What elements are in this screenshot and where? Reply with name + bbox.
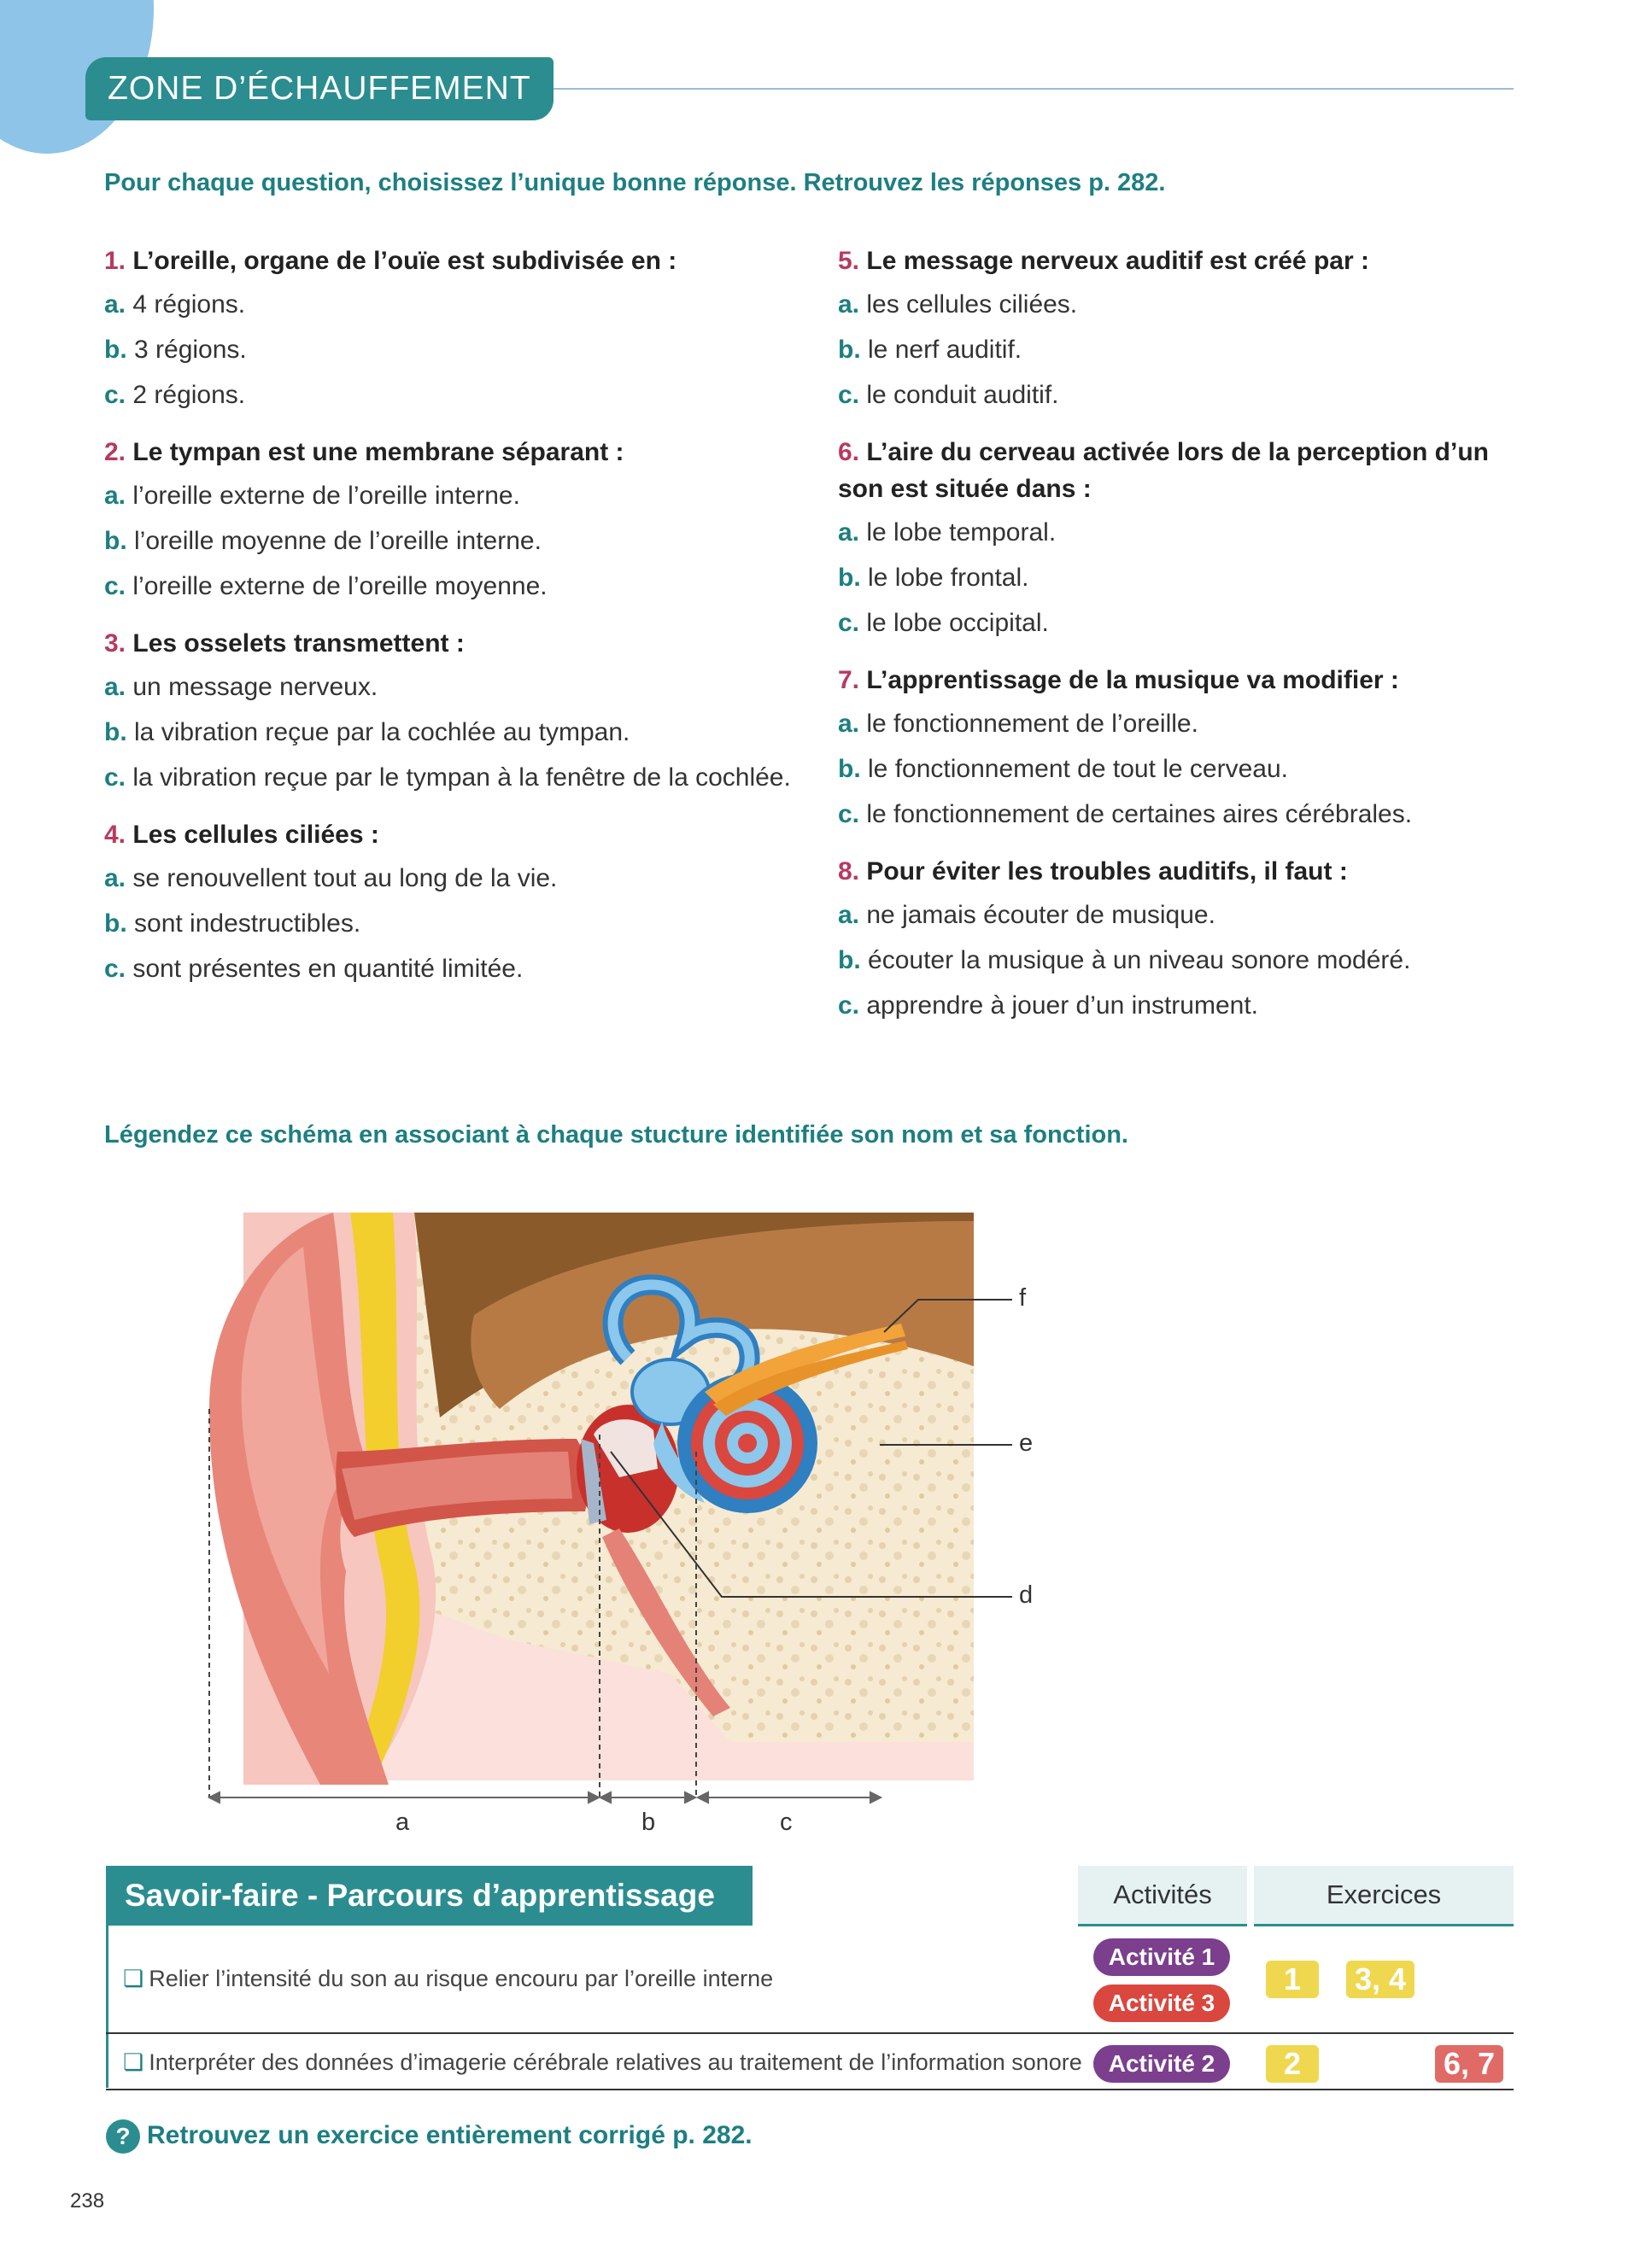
answer-option[interactable]: c. sont présentes en quantité limitée. [104, 955, 524, 983]
answer-option[interactable]: c. apprendre à jouer d’un instrument. [838, 991, 1258, 1020]
label-d: d [1019, 1581, 1034, 1609]
answer-option[interactable]: b. sont indestructibles. [104, 909, 361, 938]
question-number: 2. [104, 438, 126, 466]
questions-right-column: 5. Le message nerveux auditif est créé p… [838, 243, 1538, 1044]
answer-option[interactable]: c. l’oreille externe de l’oreille moyenn… [104, 572, 548, 600]
exercise-badge[interactable]: 2 [1266, 2045, 1319, 2083]
help-text[interactable]: Retrouvez un exercice entièrement corrig… [147, 2121, 753, 2149]
question-7: 7. L’apprentissage de la musique va modi… [838, 662, 1538, 833]
answer-option[interactable]: a. un message nerveux. [104, 673, 378, 701]
question-text: Les cellules ciliées : [132, 821, 379, 849]
question-number: 6. [838, 438, 860, 466]
question-2: 2. Le tympan est une membrane séparant :… [104, 434, 805, 605]
header-rule [512, 88, 1514, 90]
region-arrows [207, 1791, 883, 1804]
row-divider [106, 2089, 1514, 2090]
question-text: L’aire du cerveau activée lors de la per… [838, 438, 1489, 503]
question-number: 8. [838, 857, 860, 886]
leader-d [610, 1451, 1012, 1598]
answer-option[interactable]: a. 4 régions. [104, 290, 246, 319]
exercise-badge[interactable]: 3, 4 [1346, 1961, 1414, 1998]
leader-f [883, 1299, 1012, 1333]
label-a: a [395, 1809, 410, 1836]
answer-option[interactable]: a. l’oreille externe de l’oreille intern… [104, 482, 520, 510]
question-text: Pour éviter les troubles auditifs, il fa… [866, 857, 1348, 886]
question-text: L’oreille, organe de l’ouïe est subdivis… [132, 247, 677, 275]
skill-row-2: ❏Interpréter des données d’imagerie céré… [123, 2049, 1082, 2076]
checkbox-icon[interactable]: ❏ [123, 2049, 144, 2075]
answer-option[interactable]: b. l’oreille moyenne de l’oreille intern… [104, 527, 542, 555]
col-header-exercices: Exercices [1254, 1866, 1514, 1926]
question-text: L’apprentissage de la musique va modifie… [866, 666, 1399, 694]
answer-option[interactable]: a. ne jamais écouter de musique. [838, 901, 1215, 929]
answer-option[interactable]: a. se renouvellent tout au long de la vi… [104, 864, 558, 892]
question-5: 5. Le message nerveux auditif est créé p… [838, 243, 1538, 413]
question-6: 6. L’aire du cerveau activée lors de la … [838, 434, 1538, 641]
question-number: 4. [104, 821, 126, 849]
label-c: c [780, 1809, 793, 1836]
ear-diagram: f e d a b c [192, 1195, 1055, 1836]
answer-option[interactable]: c. le lobe occipital. [838, 609, 1049, 637]
label-b: b [641, 1809, 656, 1836]
checkbox-icon[interactable]: ❏ [123, 1966, 144, 1991]
answer-option[interactable]: c. 2 régions. [104, 381, 246, 409]
table-left-border [106, 1926, 108, 2088]
exercise-badge[interactable]: 6, 7 [1435, 2045, 1503, 2083]
activity-badge[interactable]: Activité 2 [1093, 2045, 1230, 2083]
exercise-badge[interactable]: 1 [1266, 1961, 1319, 1998]
section-title: ZONE D’ÉCHAUFFEMENT [85, 57, 554, 120]
diagram-instructions: Légendez ce schéma en associant à chaque… [104, 1121, 1128, 1149]
skill-row-1: ❏Relier l’intensité du son au risque enc… [123, 1966, 773, 1992]
answer-option[interactable]: b. le nerf auditif. [838, 336, 1022, 364]
skill-text: Interpréter des données d’imagerie céréb… [149, 2049, 1082, 2075]
row-divider [106, 2032, 1514, 2034]
question-number: 7. [838, 666, 860, 694]
activity-badge[interactable]: Activité 3 [1093, 1984, 1230, 2022]
col-header-activites: Activités [1078, 1866, 1247, 1926]
answer-option[interactable]: b. 3 régions. [104, 336, 247, 364]
answer-option[interactable]: b. la vibration reçue par la cochlée au … [104, 718, 630, 746]
page-number: 238 [70, 2189, 105, 2212]
label-f: f [1019, 1284, 1027, 1312]
question-text: Le tympan est une membrane séparant : [132, 438, 624, 466]
question-3: 3. Les osselets transmettent : a. un mes… [104, 625, 805, 796]
answer-option[interactable]: c. le fonctionnement de certaines aires … [838, 800, 1413, 828]
skill-text: Relier l’intensité du son au risque enco… [149, 1966, 774, 1991]
label-e: e [1019, 1429, 1034, 1457]
help-icon: ? [106, 2119, 140, 2154]
answer-option[interactable]: a. le fonctionnement de l’oreille. [838, 710, 1198, 738]
savoir-faire-title: Savoir-faire - Parcours d’apprentissage [106, 1866, 753, 1926]
answer-option[interactable]: a. les cellules ciliées. [838, 290, 1078, 319]
instructions: Pour chaque question, choisissez l’uniqu… [104, 169, 1166, 196]
question-4: 4. Les cellules ciliées : a. se renouvel… [104, 816, 805, 987]
answer-option[interactable]: c. la vibration reçue par le tympan à la… [104, 763, 791, 792]
question-number: 3. [104, 629, 126, 658]
answer-option[interactable]: b. écouter la musique à un niveau sonore… [838, 946, 1411, 974]
question-8: 8. Pour éviter les troubles auditifs, il… [838, 853, 1538, 1024]
activity-badge[interactable]: Activité 1 [1093, 1938, 1230, 1976]
answer-option[interactable]: a. le lobe temporal. [838, 518, 1057, 547]
question-number: 1. [104, 247, 126, 275]
question-number: 5. [838, 247, 860, 275]
answer-option[interactable]: c. le conduit auditif. [838, 381, 1059, 409]
question-1: 1. L’oreille, organe de l’ouïe est subdi… [104, 243, 805, 413]
question-text: Le message nerveux auditif est créé par … [866, 247, 1369, 275]
answer-option[interactable]: b. le lobe frontal. [838, 564, 1029, 592]
answer-option[interactable]: b. le fonctionnement de tout le cerveau. [838, 755, 1288, 783]
ear-illustration [207, 1213, 1012, 1804]
question-text: Les osselets transmettent : [132, 629, 465, 658]
questions-left-column: 1. L’oreille, organe de l’ouïe est subdi… [104, 243, 805, 1008]
